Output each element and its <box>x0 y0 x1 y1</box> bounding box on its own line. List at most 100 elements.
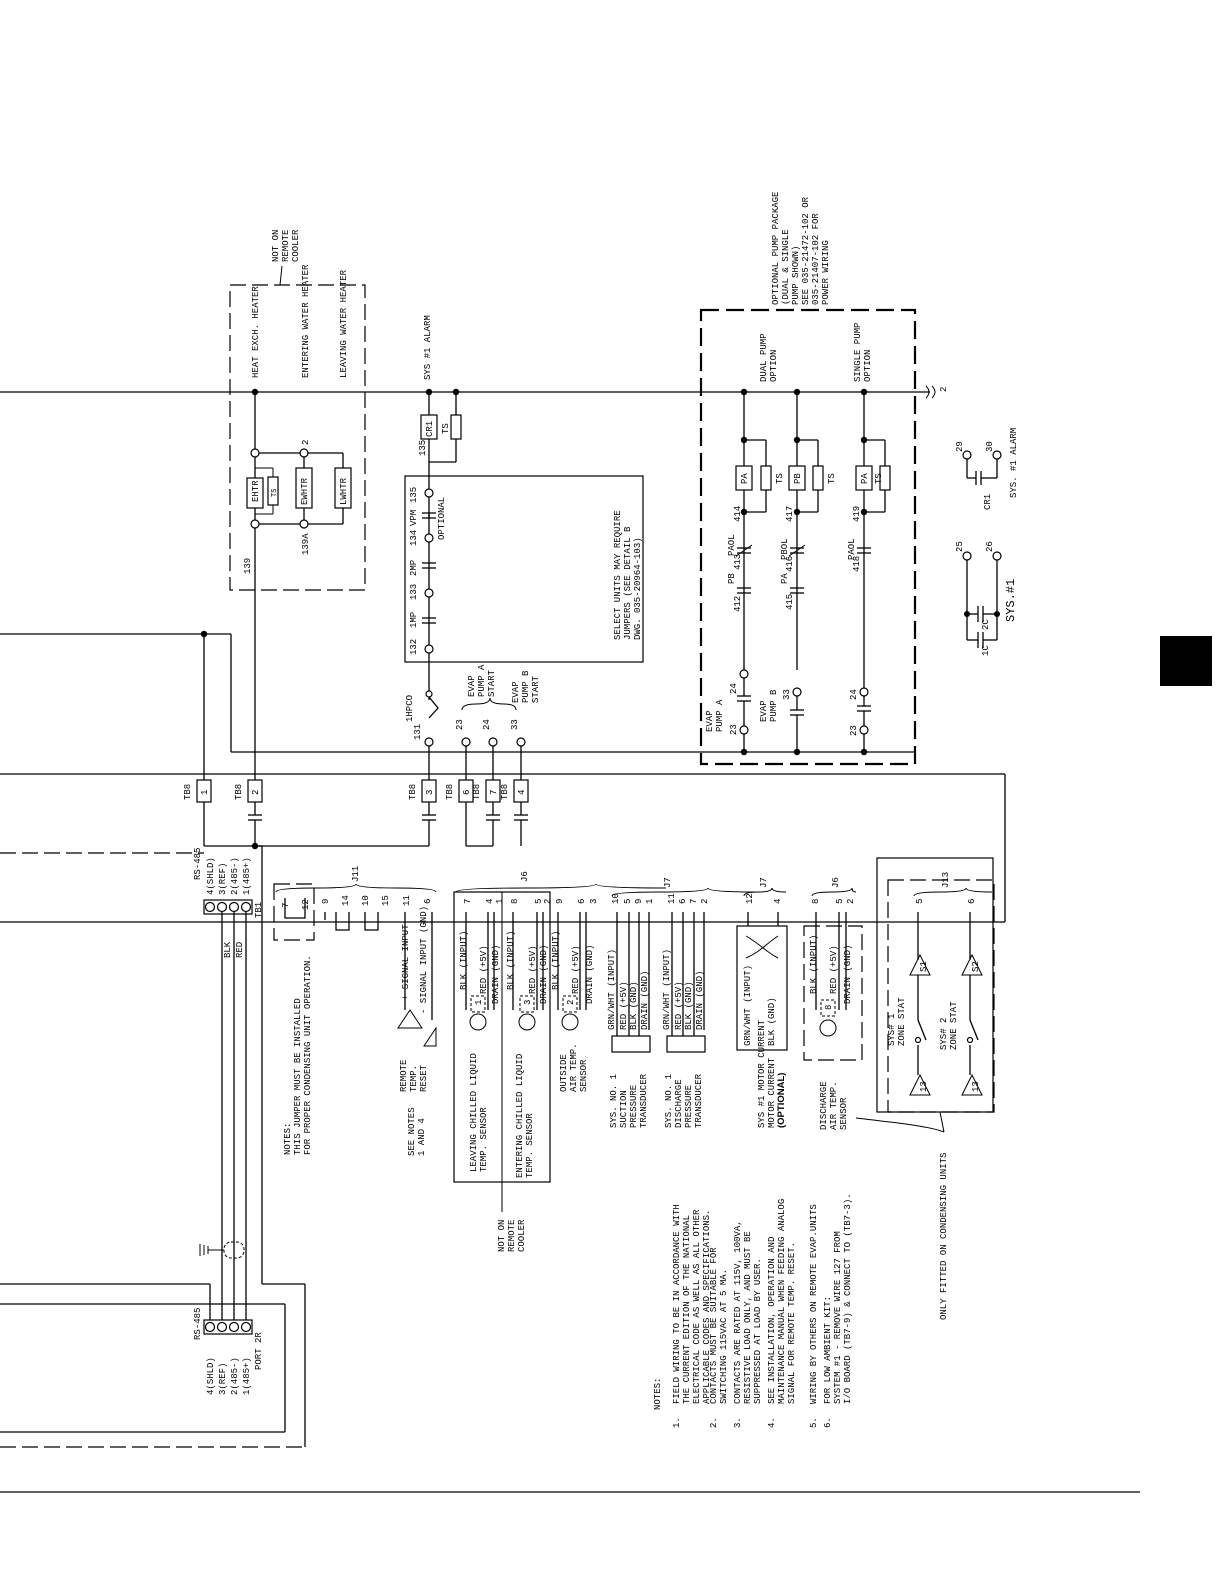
pin: 1 <box>495 899 505 904</box>
junction <box>251 388 259 396</box>
ts-component-2 <box>450 414 462 440</box>
twisted-pair <box>745 935 779 959</box>
rs485-pin: 1(485+) <box>242 1357 252 1395</box>
zone-wires <box>917 912 971 960</box>
oat-sensor: BLK (INPUT) RED (+5V) DRAIN (GND) 2 OUTS… <box>551 912 595 1092</box>
wire-label: BLK (INPUT) <box>551 931 561 990</box>
pin: 8 <box>510 899 520 904</box>
rs485-pin: 1(485+) <box>242 857 252 895</box>
heater-box <box>229 284 366 591</box>
terminal <box>216 901 228 913</box>
ehtr-label: EHTR <box>251 480 261 502</box>
wire-label: RED (+5V) <box>479 945 489 994</box>
s1-label: S1 <box>919 961 929 972</box>
terminal <box>424 588 434 598</box>
evap-pump-a-start-label: EVAPPUMP ASTART <box>467 664 497 697</box>
pin: 6 <box>967 899 977 904</box>
note-num: 4. <box>767 1417 777 1428</box>
zone-stat-2-label: SYS# 2ZONE STAT <box>939 1001 959 1050</box>
note-num: 5. <box>809 1417 819 1428</box>
transducer-wires <box>616 912 650 1036</box>
ts-component <box>760 465 772 491</box>
wire-number: 25 <box>955 541 965 552</box>
tb1-frame <box>203 899 253 915</box>
jumper-box <box>273 883 315 941</box>
paol-label: PAOL <box>847 538 857 560</box>
optional-label: OPTIONAL <box>437 497 447 540</box>
tb8-label: TB8 <box>408 784 418 800</box>
terminal <box>424 737 434 747</box>
j11-wires <box>324 912 433 1020</box>
terminal <box>240 901 252 913</box>
contact-slash <box>735 544 753 557</box>
pa-label: PA <box>740 473 750 484</box>
j6-brace <box>455 883 667 893</box>
pbol-label: PBOL <box>780 538 790 560</box>
lclt-label: LEAVING CHILLED LIQUIDTEMP. SENSOR <box>469 1053 489 1172</box>
wire-number: 23 <box>455 719 465 730</box>
evap-pump-a-label: EVAPPUMP A <box>705 699 725 732</box>
not-on-remote-cooler-label: NOT ONREMOTECOOLER <box>271 229 301 262</box>
motor-current-label-2: MOTOR CURRENT <box>767 1057 777 1128</box>
pin: 1 <box>474 1000 484 1005</box>
wire-label: DRAIN (GND) <box>539 945 549 1004</box>
pin: 9 <box>555 899 565 904</box>
rs485-pin: 4(SHLD) <box>206 1357 216 1395</box>
wire-number: 26 <box>985 541 995 552</box>
lclt-sensor: BLK (INPUT) RED (+5V) DRAIN (GND) 1 LEAV… <box>459 912 501 1172</box>
13-flag-2 <box>961 1073 983 1096</box>
lwhtr-label: LWHTR <box>339 477 349 505</box>
j7-label: J7 <box>663 877 673 888</box>
terminal <box>859 687 869 697</box>
pin: 5 <box>623 899 633 904</box>
terminal <box>859 725 869 735</box>
wire-number: 134 <box>409 530 419 546</box>
pa-label: PA <box>860 473 870 484</box>
pin: 9 <box>321 899 331 904</box>
rs485-pin: 4(SHLD) <box>206 857 216 895</box>
pin: 11 <box>402 895 412 906</box>
wire-number: 133 <box>409 584 419 600</box>
wire-label: BLK (GND) <box>684 981 694 1030</box>
terminal <box>204 901 216 913</box>
hpco-switch <box>425 690 433 698</box>
sensor-wires <box>557 912 587 1010</box>
wire-label: DRAIN (GND) <box>843 945 853 1004</box>
pin: 7 <box>463 899 473 904</box>
wire-label: RED (+5V) <box>829 945 839 994</box>
select-units-box <box>404 475 644 663</box>
j7-brace <box>611 887 757 897</box>
sys1-alarm-top-label: SYS #1 ALARM <box>423 315 433 380</box>
pb-label: PB <box>793 473 803 484</box>
wire-break-symbol-2 <box>931 385 936 399</box>
wire-number: 131 <box>413 724 423 740</box>
tb8-term-label: 1 <box>200 790 210 795</box>
sensor-wires <box>465 912 495 1010</box>
wire-number: 139A <box>301 533 311 555</box>
evap-pump-b-label: EVAPPUMP B <box>759 689 779 722</box>
j7b-brace <box>743 887 787 897</box>
section-tab-marker <box>1160 636 1212 686</box>
terminal <box>204 1321 216 1333</box>
note-4: SEE INSTALLATION, OPERATION ANDMAINTENAN… <box>767 1199 797 1404</box>
s1-flag <box>909 953 931 976</box>
dual-pump-option-label: DUAL PUMPOPTION <box>759 333 779 382</box>
discharge-air-sensor-label: DISCHARGEAIR TEMP.SENSOR <box>819 1081 849 1130</box>
1hpco-label: 1HPCO <box>405 695 415 722</box>
wire-label: BLK (INPUT) <box>809 935 819 994</box>
notes-header: NOTES: <box>653 1378 663 1410</box>
pin: 10 <box>361 895 371 906</box>
wire-label: GRN/WHT (INPUT) <box>662 949 672 1030</box>
zone-stat-1-label: SYS# 1ZONE STAT <box>887 997 907 1046</box>
1mp-label: 1MP <box>409 612 419 628</box>
terminal <box>250 448 260 458</box>
sensor-wires <box>815 912 847 1010</box>
terminal <box>240 1321 252 1333</box>
note-num: 1. <box>672 1417 682 1428</box>
sensor-wires <box>512 912 544 1010</box>
cr1-label: CR1 <box>425 421 435 437</box>
j6b-label: J6 <box>831 877 841 888</box>
tb8-term-label: 6 <box>462 790 472 795</box>
rs485-pin: 3(REF) <box>218 1363 228 1395</box>
